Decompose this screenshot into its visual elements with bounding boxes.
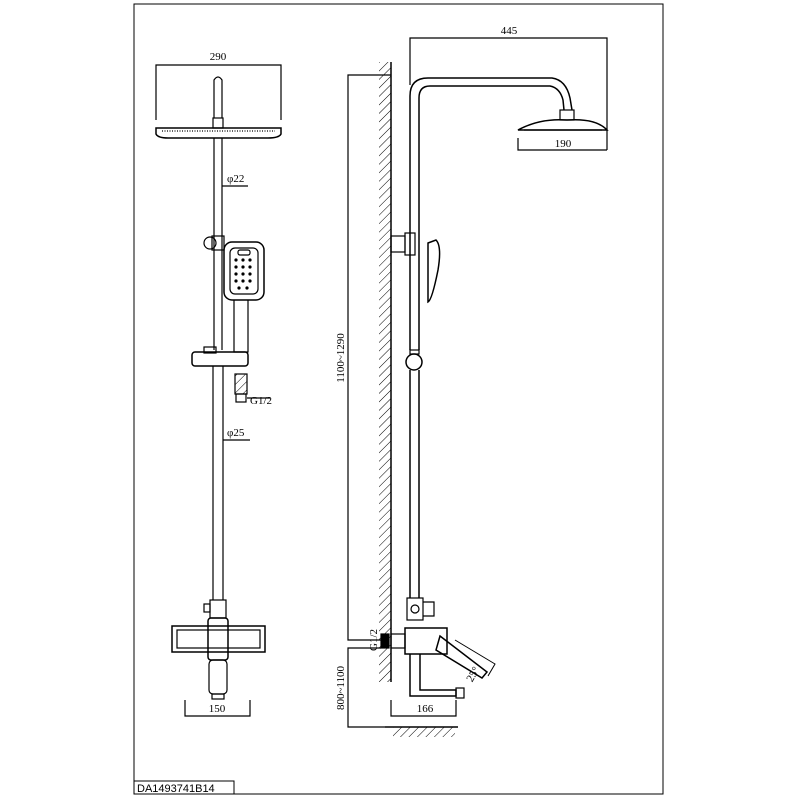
front-shower-head bbox=[155, 127, 282, 139]
front-lower-dia-label: φ25 bbox=[227, 427, 245, 439]
side-floor-hatch bbox=[393, 727, 455, 737]
side-diverter bbox=[406, 597, 424, 621]
front-hand-shower bbox=[223, 241, 265, 301]
front-upper-dia-label: φ22 bbox=[227, 173, 244, 185]
side-inlet-thread-label: G1/2 bbox=[368, 629, 380, 651]
side-height-total-label: 1100~1290 bbox=[335, 333, 347, 383]
drawing-code-box bbox=[133, 780, 235, 795]
front-bottom-dimension bbox=[184, 700, 251, 717]
side-view bbox=[347, 37, 609, 737]
side-wall-bracket bbox=[390, 235, 406, 253]
side-top-dimension bbox=[409, 37, 608, 150]
front-wall-bracket bbox=[203, 236, 217, 250]
side-shower-head bbox=[517, 118, 609, 131]
side-shower-arm bbox=[409, 77, 573, 230]
side-hand-shower bbox=[427, 239, 441, 304]
side-wall-hatch bbox=[379, 62, 391, 682]
side-mount-height-label: 800~1100 bbox=[335, 665, 347, 710]
drawing-frame bbox=[133, 3, 664, 795]
side-bottom-dimension bbox=[390, 700, 457, 717]
side-spout bbox=[409, 654, 457, 697]
front-mixer-body bbox=[171, 625, 266, 653]
side-bottom-depth-label: 166 bbox=[417, 703, 434, 715]
front-top-dimension bbox=[155, 64, 282, 120]
front-bottom-width-label: 150 bbox=[209, 703, 226, 715]
front-top-width-label: 290 bbox=[210, 51, 227, 63]
front-spout bbox=[208, 659, 228, 695]
front-shower-arm bbox=[213, 76, 223, 118]
side-head-width-label: 190 bbox=[555, 138, 572, 150]
front-hose-connector bbox=[234, 373, 248, 395]
front-hand-shower-nozzles bbox=[234, 258, 252, 290]
front-slide-holder bbox=[191, 351, 249, 367]
front-inlet-thread-label: G1/2 bbox=[250, 395, 272, 407]
front-view bbox=[155, 64, 282, 717]
side-lever bbox=[435, 634, 489, 679]
side-head-dimension bbox=[517, 138, 607, 151]
side-angle-label: 25° bbox=[464, 665, 482, 684]
drawing-code: DA1493741B14 bbox=[137, 783, 215, 795]
side-slide-holder bbox=[405, 353, 423, 371]
side-height-dimension bbox=[347, 74, 391, 641]
side-mount-dimension bbox=[347, 647, 385, 728]
front-diverter-joint bbox=[209, 599, 227, 619]
side-mixer-body bbox=[404, 627, 448, 655]
side-top-width-label: 445 bbox=[501, 25, 518, 37]
side-wall-connector bbox=[380, 633, 390, 649]
front-hand-shower-handle bbox=[233, 300, 249, 353]
